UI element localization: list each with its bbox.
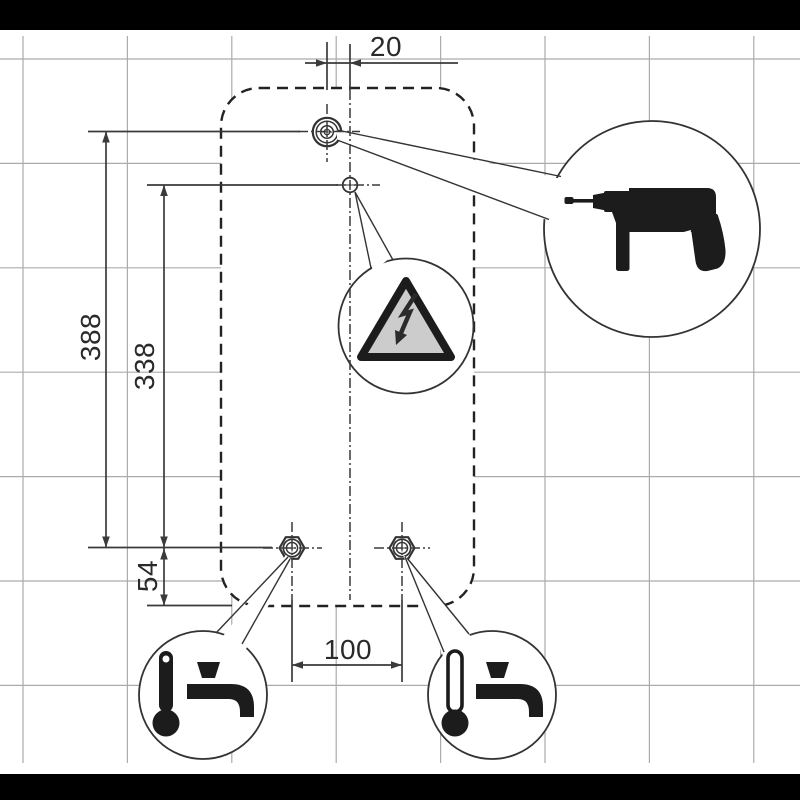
dimension-label-20: 20 [369,31,403,62]
dimension-label-338: 338 [129,341,160,391]
hot-water-tap-icon [152,651,254,737]
centerlines [263,90,430,600]
letterbox-bottom [0,774,800,800]
dimension-arrowheads [102,59,402,669]
dimension-label-100: 100 [323,634,373,665]
electrical-hazard-icon [357,277,455,361]
cold-water-callout [403,555,557,760]
dimension-label-54: 54 [132,559,163,593]
hot-water-callout [138,555,292,760]
drill-icon [564,188,726,272]
electrical-hazard-callout [337,191,475,395]
cold-water-tap-icon [441,649,543,737]
dimension-lines [88,42,458,682]
letterbox-top [0,0,800,30]
drill-callout [336,120,761,338]
dimension-label-388: 388 [75,312,106,362]
